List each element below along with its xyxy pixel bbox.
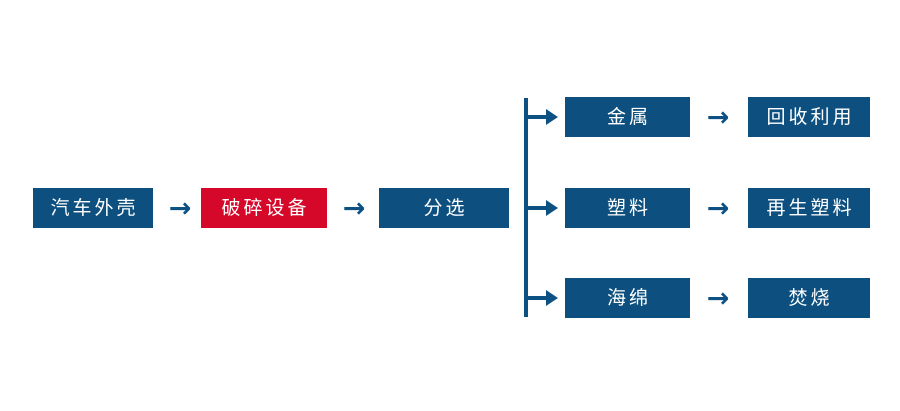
branch-stub-sponge bbox=[524, 296, 548, 300]
node-sorting-label: 分选 bbox=[423, 196, 468, 219]
node-recycle[interactable]: 回收利用 bbox=[748, 97, 870, 137]
node-sponge-label: 海绵 bbox=[606, 286, 651, 309]
branch-stub-plastic bbox=[524, 206, 548, 210]
node-plastic-label: 塑料 bbox=[606, 196, 651, 219]
arrow-sponge-to-incineration-icon: → bbox=[701, 281, 735, 315]
node-crusher-label: 破碎设备 bbox=[221, 196, 310, 219]
arrow-shell-to-crusher-icon: → bbox=[163, 191, 197, 225]
node-sorting[interactable]: 分选 bbox=[379, 188, 509, 228]
node-regenerated-plastic-label: 再生塑料 bbox=[766, 196, 855, 219]
node-plastic[interactable]: 塑料 bbox=[565, 188, 690, 228]
node-recycle-label: 回收利用 bbox=[766, 105, 855, 128]
arrow-glyph: → bbox=[342, 192, 366, 224]
node-crusher[interactable]: 破碎设备 bbox=[201, 188, 327, 228]
branch-arrowhead-sponge-icon bbox=[546, 290, 558, 306]
node-incineration[interactable]: 焚烧 bbox=[748, 278, 870, 318]
branch-stub-metal bbox=[524, 115, 548, 119]
branch-arrowhead-metal-icon bbox=[546, 109, 558, 125]
arrow-glyph: → bbox=[706, 101, 730, 133]
node-shell-label: 汽车外壳 bbox=[50, 196, 139, 219]
arrow-glyph: → bbox=[706, 282, 730, 314]
node-sponge[interactable]: 海绵 bbox=[565, 278, 690, 318]
arrow-glyph: → bbox=[706, 192, 730, 224]
arrow-metal-to-recycle-icon: → bbox=[701, 100, 735, 134]
arrow-glyph: → bbox=[168, 192, 192, 224]
node-regenerated-plastic[interactable]: 再生塑料 bbox=[748, 188, 870, 228]
node-shell[interactable]: 汽车外壳 bbox=[33, 188, 153, 228]
branch-arrowhead-plastic-icon bbox=[546, 200, 558, 216]
node-incineration-label: 焚烧 bbox=[788, 286, 833, 309]
arrow-crusher-to-sorting-icon: → bbox=[337, 191, 371, 225]
node-metal[interactable]: 金属 bbox=[565, 97, 690, 137]
node-metal-label: 金属 bbox=[606, 105, 651, 128]
arrow-plastic-to-regenerated-icon: → bbox=[701, 191, 735, 225]
